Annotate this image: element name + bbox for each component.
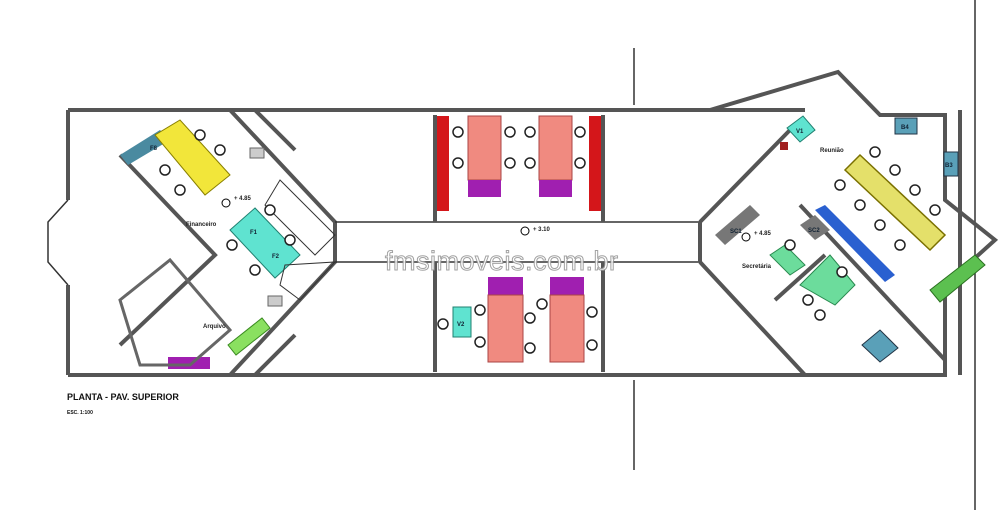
left-block: F8 F1 F2 Financeiro Arquivo + 4.85 [118,108,337,377]
cabinet [168,357,210,369]
level-right: + 4.85 [754,231,772,237]
center-block: V2 + 3.10 [335,48,700,470]
room-label-financeiro: Financeiro [186,222,217,228]
label-sc1: SC1 [730,229,742,235]
room-label-arquivo: Arquivo [203,324,226,330]
watermark: fmsimoveis.com.br [385,246,619,276]
level-center: + 3.10 [533,227,551,233]
financeiro-desks [154,119,231,196]
label-b3: B3 [945,163,953,169]
desk-cluster [487,294,524,363]
plan-title: PLANTA - PAV. SUPERIOR [67,392,179,402]
staircase [264,179,336,256]
label-v1: V1 [796,129,804,135]
meeting-table [843,153,947,252]
right-block: B4 B3 V1 SC1 SC2 Reunião Secretária + 4.… [698,69,999,377]
shelving-right [589,116,601,211]
level-left: + 4.85 [234,196,252,202]
label-f1: F1 [250,230,258,236]
label-f8: F8 [150,146,158,152]
label-b4: B4 [901,125,909,131]
blue-chairs-row [815,205,895,282]
desk-cluster [538,115,573,181]
financeiro-table [229,207,301,279]
label-f2: F2 [272,254,280,260]
plan-scale: ESC. 1:100 [67,410,93,416]
label-v2: V2 [457,322,465,328]
desk-cluster [467,115,502,181]
room-label-reuniao: Reunião [820,148,844,154]
outer-walls [47,0,976,510]
room-label-secretaria: Secretária [742,264,772,270]
shelving-left [437,116,449,211]
label-sc2: SC2 [808,228,820,234]
desk-cluster [549,294,585,363]
